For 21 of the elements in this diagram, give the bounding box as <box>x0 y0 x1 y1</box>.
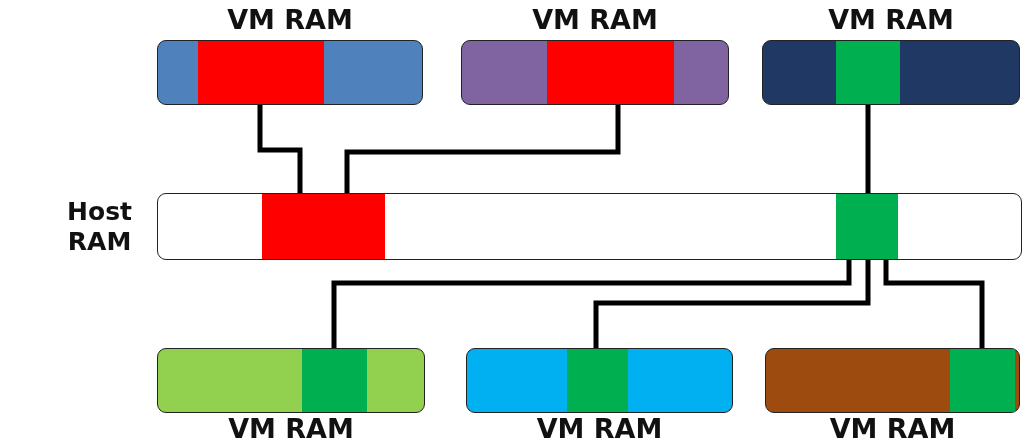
memory-label: VM RAM <box>226 5 354 35</box>
memory-block <box>546 41 674 104</box>
memory-block <box>261 194 385 259</box>
memory-block <box>835 194 898 259</box>
memory-block <box>301 349 367 412</box>
memory-label: VM RAM <box>535 414 664 442</box>
memory-block <box>835 41 900 104</box>
memory-label: VM RAM <box>227 414 355 442</box>
memory-label: VM RAM <box>828 414 957 442</box>
connector-line <box>865 105 871 193</box>
memory-block <box>197 41 324 104</box>
memory-block <box>949 349 1015 412</box>
connector-line <box>331 260 852 348</box>
memory-label: VM RAM <box>531 5 659 35</box>
memory-label: VM RAM <box>827 5 955 35</box>
connector-line <box>257 105 303 193</box>
memory-block <box>566 349 628 412</box>
memory-label: Host RAM <box>67 196 132 257</box>
connector-line <box>344 105 621 193</box>
connector-line <box>593 260 871 348</box>
connector-line <box>883 260 985 348</box>
